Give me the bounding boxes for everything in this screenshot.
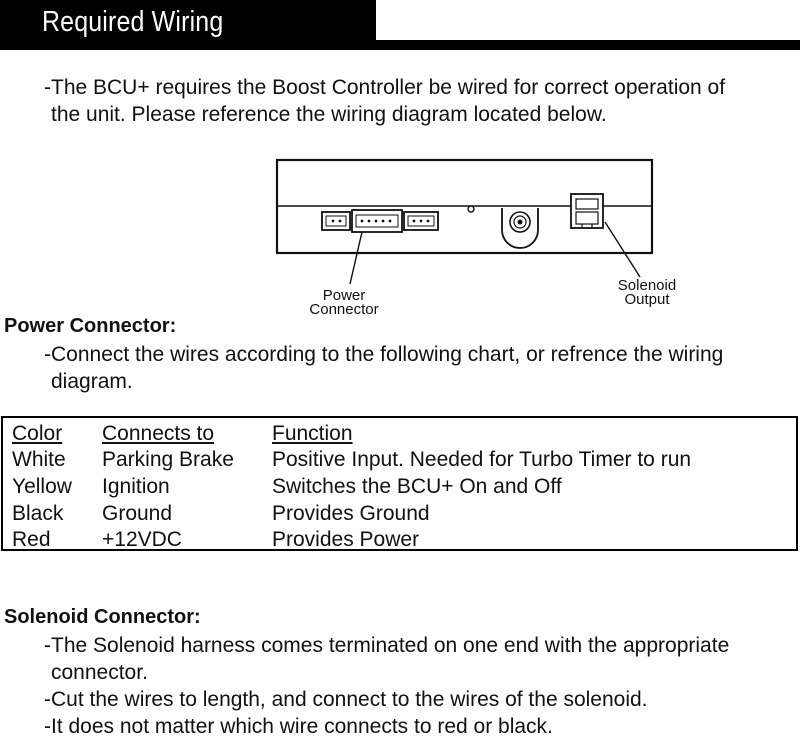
power-connector-heading: Power Connector: <box>4 315 177 337</box>
cell-color: Red <box>12 528 51 551</box>
cell-function: Positive Input. Needed for Turbo Timer t… <box>272 448 692 471</box>
solenoid-line-3: -Cut the wires to length, and connect to… <box>44 688 648 711</box>
table-row: Red +12VDC Provides Power <box>3 527 796 553</box>
solenoid-leader-line <box>604 221 641 278</box>
power-connector-line-1: -Connect the wires according to the foll… <box>44 343 724 366</box>
wiring-diagram: Power Connector Solenoid Output <box>262 152 682 322</box>
power-connector-socket <box>351 209 403 233</box>
power-connector-paragraph: -Connect the wires according to the foll… <box>44 341 794 395</box>
intro-paragraph: -The BCU+ requires the Boost Controller … <box>44 74 789 128</box>
solenoid-connector-heading: Solenoid Connector: <box>4 606 201 628</box>
intro-line-2: the unit. Please reference the wiring di… <box>51 103 607 126</box>
table-row: Yellow Ignition Switches the BCU+ On and… <box>3 474 796 500</box>
solenoid-line-2: connector. <box>51 661 148 684</box>
cell-color: Black <box>12 502 64 525</box>
table-row: White Parking Brake Positive Input. Need… <box>3 447 796 473</box>
table-header-row: Color Connects to Function <box>3 421 796 447</box>
controller-unit-drawing: Power Connector Solenoid Output <box>275 158 676 318</box>
two-pin-connector <box>321 211 351 231</box>
cell-function: Provides Power <box>272 528 420 551</box>
cell-color: Yellow <box>12 475 72 498</box>
intro-line-1: -The BCU+ requires the Boost Controller … <box>44 76 726 99</box>
power-connector-label-2: Connector <box>309 301 378 318</box>
header-function: Function <box>272 422 353 445</box>
cell-connects-to: Parking Brake <box>102 448 234 471</box>
solenoid-output-label-2: Output <box>624 291 670 308</box>
power-connector-label-1: Power <box>323 287 366 304</box>
table-row: Black Ground Provides Ground <box>3 501 796 527</box>
cell-function: Switches the BCU+ On and Off <box>272 475 562 498</box>
header-color: Color <box>12 422 63 445</box>
cell-function: Provides Ground <box>272 502 430 525</box>
header-bar <box>0 0 376 50</box>
cell-connects-to: +12VDC <box>102 528 182 551</box>
page-title: Required Wiring <box>42 6 224 38</box>
solenoid-output-socket <box>570 193 604 229</box>
solenoid-output-label-1: Solenoid <box>618 277 676 294</box>
cell-connects-to: Ignition <box>102 475 170 498</box>
power-connector-line-2: diagram. <box>51 370 133 393</box>
cell-color: White <box>12 448 66 471</box>
power-leader-line <box>349 231 363 285</box>
header-rule <box>376 40 800 50</box>
solenoid-line-4: -It does not matter which wire connects … <box>44 715 553 738</box>
led-indicator <box>467 205 475 213</box>
three-pin-connector <box>403 211 439 231</box>
header-connects-to: Connects to <box>102 422 215 445</box>
solenoid-line-1: -The Solenoid harness comes terminated o… <box>44 634 730 657</box>
cell-connects-to: Ground <box>102 502 173 525</box>
round-port <box>501 208 539 249</box>
wiring-table: Color Connects to Function White Parking… <box>1 416 798 551</box>
